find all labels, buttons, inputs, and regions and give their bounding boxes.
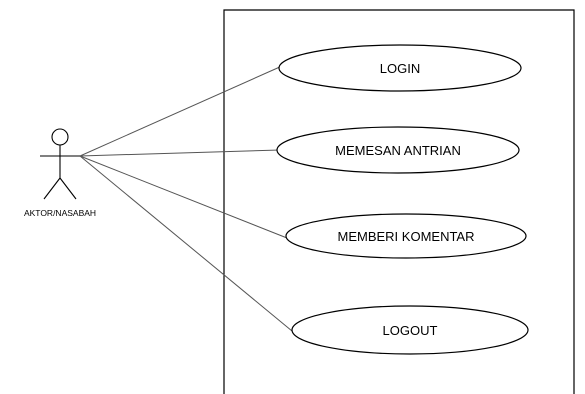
association-memesan-antrian bbox=[79, 149, 281, 157]
system-boundary bbox=[223, 9, 575, 394]
usecase-login-label: LOGIN bbox=[380, 61, 420, 76]
actor-left-leg bbox=[43, 177, 61, 200]
actor-head bbox=[51, 128, 69, 146]
usecase-memberi-komentar-ellipse bbox=[285, 213, 527, 259]
usecase-login-ellipse bbox=[278, 44, 522, 92]
association-logout bbox=[79, 155, 293, 332]
actor-label: AKTOR/NASABAH bbox=[24, 208, 96, 218]
usecase-memesan-antrian-label: MEMESAN ANTRIAN bbox=[335, 143, 461, 158]
usecase-memberi-komentar: MEMBERI KOMENTAR bbox=[285, 213, 527, 259]
usecase-logout: LOGOUT bbox=[291, 305, 529, 355]
usecase-memesan-antrian-ellipse bbox=[276, 126, 520, 174]
actor-icon bbox=[40, 128, 80, 200]
association-memberi-komentar bbox=[79, 155, 288, 239]
usecase-memberi-komentar-label: MEMBERI KOMENTAR bbox=[338, 229, 475, 244]
usecase-login: LOGIN bbox=[278, 44, 522, 92]
usecase-logout-ellipse bbox=[291, 305, 529, 355]
usecase-logout-label: LOGOUT bbox=[383, 323, 438, 338]
actor-right-leg bbox=[59, 177, 77, 200]
usecase-memesan-antrian: MEMESAN ANTRIAN bbox=[276, 126, 520, 174]
association-login bbox=[79, 65, 283, 157]
